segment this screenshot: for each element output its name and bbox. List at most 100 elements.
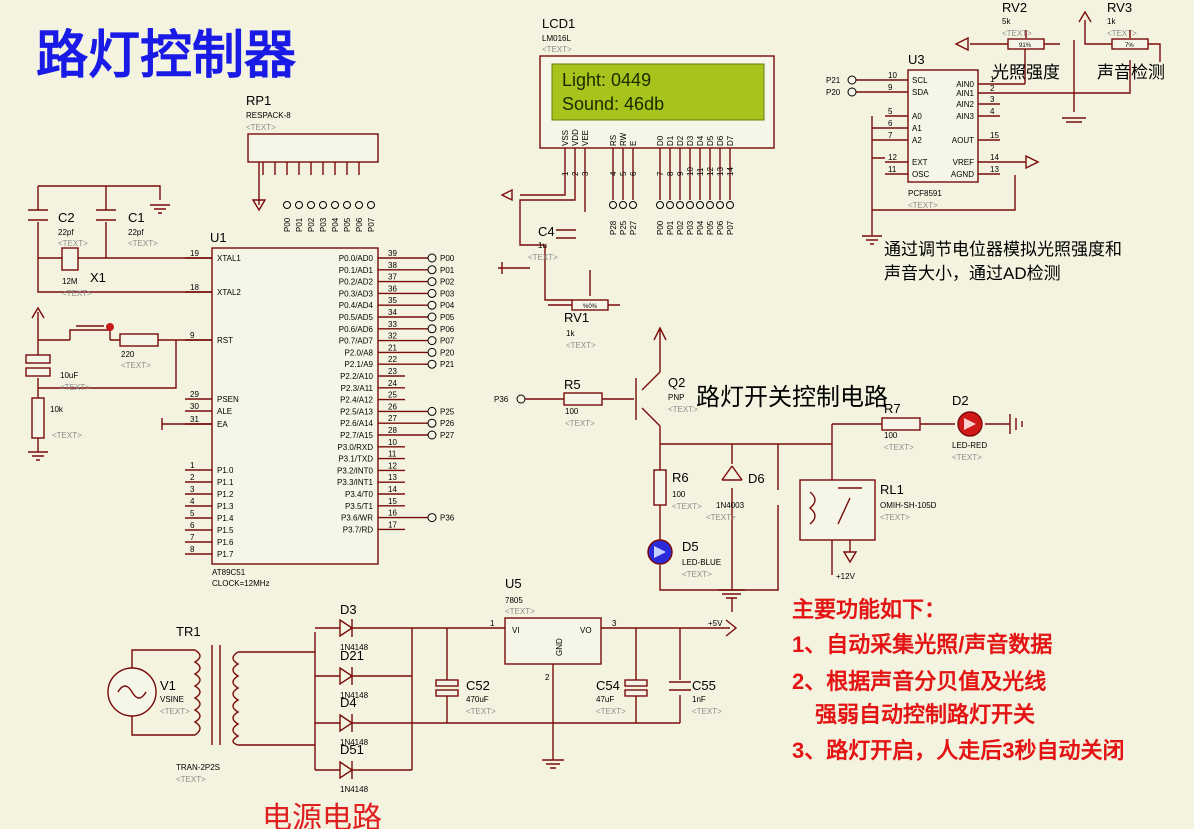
lcd-pin-name: E: [629, 141, 638, 146]
rv1-body[interactable]: [571, 299, 609, 311]
potentiometer-rv1[interactable]: %0% RV1 1k <TEXT>: [548, 270, 620, 350]
c4-text: <TEXT>: [528, 253, 558, 262]
d2-val: LED-RED: [952, 441, 987, 450]
reset-button[interactable]: [69, 325, 111, 340]
oscillator-section[interactable]: C2 22pf <TEXT> C1 22pf <TEXT> X1 12M <TE…: [28, 185, 212, 298]
v1-text: <TEXT>: [160, 707, 190, 716]
r7-text: <TEXT>: [884, 443, 914, 452]
lcd-pin-name: D5: [706, 135, 715, 146]
pin-name: P2.3/A11: [341, 384, 374, 393]
d5-text: <TEXT>: [682, 570, 712, 579]
pin-name: P1.5: [217, 526, 234, 535]
d3-val: 1N4148: [340, 643, 369, 652]
c54-body: [624, 679, 648, 687]
r6-text: <TEXT>: [672, 502, 702, 511]
v1-ref: V1: [160, 678, 176, 693]
net-label: P20: [826, 88, 841, 97]
pin-name: P2.0/A8: [345, 348, 374, 357]
terminal: [343, 201, 351, 209]
u1-left-pins: 19XTAL118XTAL29RST29PSEN30ALE31EA1P1.02P…: [185, 249, 241, 559]
pin-name: P2.5/A13: [340, 407, 373, 416]
lcd-net-label: P27: [629, 220, 638, 235]
d21-ref: D21: [340, 648, 364, 663]
switch-section-title: 路灯开关控制电路: [696, 384, 888, 411]
potentiometer-rv3[interactable]: RV3 1k <TEXT> 7% 声音检测: [1078, 0, 1165, 82]
rv3-body[interactable]: [1111, 38, 1149, 50]
c4-plates: [556, 229, 576, 239]
pin-number: 9: [190, 331, 195, 340]
d21-val: 1N4148: [340, 691, 369, 700]
pin-name: P1.0: [217, 466, 234, 475]
pin-number: 6: [190, 521, 195, 530]
terminal: [355, 201, 363, 209]
pin-name: AIN1: [956, 89, 974, 98]
lcd-pin-number: 10: [686, 167, 695, 176]
power-wires-left: [131, 632, 316, 770]
terminal: [427, 324, 437, 334]
lcd-pin-number: 7: [656, 171, 665, 176]
adc-pcf8591[interactable]: U3 10SCLP219SDAP205A06A17A212EXT11OSC1AI…: [826, 40, 1131, 245]
terminal: [319, 201, 327, 209]
ground-icon: [718, 589, 745, 612]
pin-number: 9: [888, 83, 893, 92]
pin-name: P0.1/AD1: [339, 266, 374, 275]
r10k-text: <TEXT>: [52, 431, 82, 440]
terminal: [427, 347, 437, 357]
pin-number: 2: [190, 473, 195, 482]
pin-number: 30: [190, 402, 199, 411]
rv2-text: <TEXT>: [1002, 29, 1032, 38]
terminal: [847, 75, 857, 85]
sine-icon: [117, 685, 147, 699]
pin-number: 10: [388, 438, 397, 447]
bridge-wires: [315, 627, 680, 771]
pin-number: 37: [388, 273, 397, 282]
pin-name: P0.0/AD0: [339, 254, 374, 263]
net-label: P21: [826, 76, 841, 85]
rv3-pct: 7%: [1125, 43, 1134, 49]
pin-name: P1.6: [217, 538, 234, 547]
rv3-text: <TEXT>: [1107, 29, 1137, 38]
pin-name: P2.6/A14: [340, 419, 373, 428]
lcd-lm016l[interactable]: LCD1 LM016L <TEXT> Light: 0449 Sound: 46…: [498, 16, 775, 301]
pin-number: 18: [190, 283, 199, 292]
c55-text: <TEXT>: [692, 707, 722, 716]
ground-icon: [150, 204, 170, 214]
rp1-ref: RP1: [246, 93, 271, 108]
led-icon: [964, 418, 976, 430]
led-icon: [654, 546, 666, 558]
pin-name: P0.4/AD4: [339, 301, 374, 310]
terminal: [666, 201, 674, 209]
terminal: [307, 201, 315, 209]
rl1-ref: RL1: [880, 482, 904, 497]
lcd-pins: VSS1VDD2VEE3RS4RW5E6D07D18D29D310D411D51…: [561, 129, 735, 200]
pin-number: 28: [388, 426, 397, 435]
power-supply[interactable]: V1 VSINE <TEXT> TR1 TRAN-2P2S <TEXT> D3 …: [107, 576, 738, 829]
pin-name: XTAL2: [217, 288, 241, 297]
potentiometer-rv2[interactable]: RV2 5k <TEXT> 91% 光照强度: [954, 0, 1060, 82]
u1-clock: CLOCK=12MHz: [212, 579, 270, 588]
pin-name: P2.1/A9: [345, 360, 374, 369]
terminal: [427, 406, 437, 416]
r5-val: 100: [565, 407, 579, 416]
adc-ain-wires: [1000, 40, 1131, 123]
reset-section[interactable]: 220 <TEXT> 10uF <TEXT> 10k <TEXT>: [25, 306, 212, 461]
c55-val: 1nF: [692, 695, 706, 704]
mcu-u1[interactable]: U1 19XTAL118XTAL29RST29PSEN30ALE31EA1P1.…: [185, 230, 455, 588]
rv2-body[interactable]: [1007, 38, 1045, 50]
lcd-pin-name: D7: [726, 135, 735, 146]
pin-number: 32: [388, 332, 397, 341]
terminal: [331, 201, 339, 209]
terminal: [427, 300, 437, 310]
pin-number: 3: [990, 95, 995, 104]
pin-name: SDA: [912, 88, 929, 97]
lcd-screen: [551, 63, 765, 121]
pin-number: 4: [990, 107, 995, 116]
pin-number: 16: [388, 509, 397, 518]
switch-circuit[interactable]: 路灯开关控制电路 P36 R5 100 <TEXT> Q2 PNP <TEXT>…: [494, 326, 1023, 612]
bridge-diodes: [339, 618, 354, 780]
